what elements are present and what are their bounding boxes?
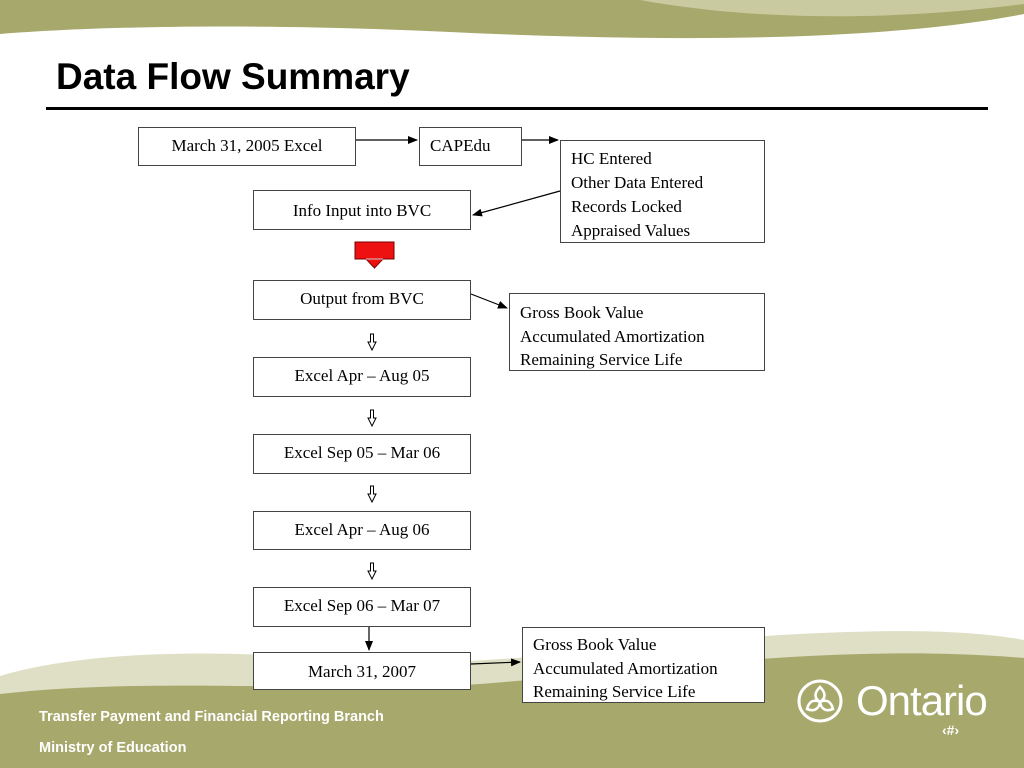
- ontario-trillium-icon: [797, 679, 843, 723]
- arrow-output-to-details: [470, 293, 508, 309]
- final-details-box: Gross Book Value Accumulated Amortizatio…: [522, 627, 765, 703]
- node-info-input-bvc: Info Input into BVC: [253, 190, 471, 230]
- bvc-output-details-box: Gross Book Value Accumulated Amortizatio…: [509, 293, 765, 371]
- node-output-bvc: Output from BVC: [253, 280, 471, 320]
- capedu-detail-item: Records Locked: [571, 197, 682, 216]
- footer-branch: Transfer Payment and Financial Reporting…: [39, 709, 384, 725]
- slide-title: Data Flow Summary: [56, 56, 410, 97]
- node-excel-sep06-mar07: Excel Sep 06 – Mar 07: [253, 587, 471, 627]
- bottom-band: [0, 653, 1024, 768]
- node-excel-apr-aug-05: Excel Apr – Aug 05: [253, 357, 471, 397]
- final-detail-item: Gross Book Value: [533, 635, 657, 654]
- capedu-detail-item: Other Data Entered: [571, 173, 704, 192]
- bvc-output-detail-item: Accumulated Amortization: [520, 326, 705, 346]
- top-swoosh-highlight: [640, 0, 1024, 17]
- down-arrow-icon: [354, 241, 395, 269]
- node-excel-sep05-mar06: Excel Sep 05 – Mar 06: [253, 434, 471, 474]
- node-march-31-2007: March 31, 2007: [253, 652, 471, 690]
- node-march-2005-excel: March 31, 2005 Excel: [138, 127, 356, 166]
- footer-ministry: Ministry of Education: [39, 740, 187, 756]
- capedu-detail-item: HC Entered: [571, 149, 652, 168]
- hollow-arrow-icon: [367, 562, 377, 581]
- bvc-output-detail-item: Gross Book Value: [520, 303, 644, 322]
- final-detail-item: Accumulated Amortization: [533, 658, 718, 678]
- node-capedu: CAPEdu: [419, 127, 522, 166]
- node-excel-apr-aug-06: Excel Apr – Aug 06: [253, 511, 471, 550]
- arrow-details-to-bvc: [472, 190, 561, 217]
- ontario-logo-text: Ontario: [856, 677, 988, 724]
- capedu-details-box: HC Entered Other Data Entered Records Lo…: [560, 140, 765, 243]
- capedu-detail-item: Appraised Values: [571, 221, 691, 240]
- slide-number: ‹#›: [942, 722, 960, 738]
- hollow-arrow-icon: [367, 333, 377, 352]
- hollow-arrow-icon: [367, 485, 377, 504]
- final-detail-item: Remaining Service Life: [533, 682, 696, 701]
- hollow-arrow-icon: [367, 409, 377, 428]
- bvc-output-detail-item: Remaining Service Life: [520, 350, 683, 369]
- title-underline: [46, 107, 988, 110]
- arrow-march2007-to-details: [470, 658, 521, 667]
